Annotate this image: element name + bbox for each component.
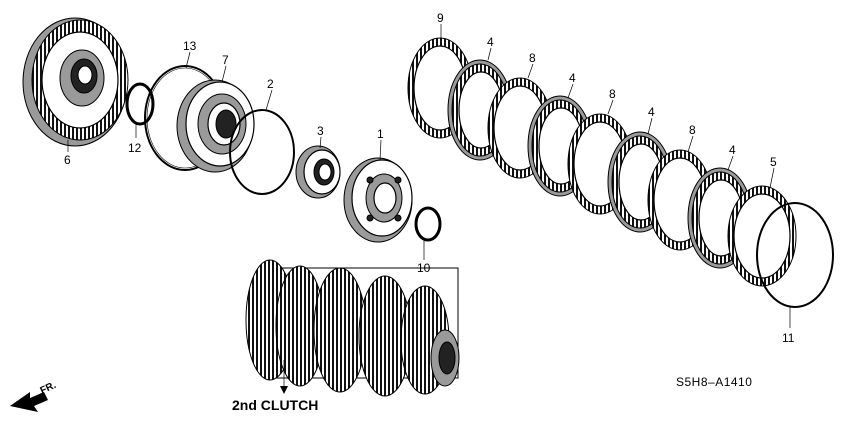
label-part-5: 5 xyxy=(770,155,777,169)
spring-retainer-part-3 xyxy=(295,145,341,199)
label-part-4-c: 4 xyxy=(648,105,655,119)
label-part-8-c: 8 xyxy=(689,123,696,137)
o-ring-part-2 xyxy=(229,109,295,195)
diagram-code: S5H8–A1410 xyxy=(676,375,752,389)
front-direction-arrow-icon xyxy=(10,392,48,412)
label-part-4-a: 4 xyxy=(487,35,494,49)
clutch-piston-part-7 xyxy=(176,79,255,173)
label-part-1: 1 xyxy=(377,127,384,141)
clutch-hub-part-1 xyxy=(343,157,413,243)
leader-lines xyxy=(67,24,791,394)
clutch-end-plate-part-5 xyxy=(727,185,797,287)
label-part-7: 7 xyxy=(222,53,229,67)
part-labels: 1 2 3 4 4 4 4 5 6 7 8 8 8 9 10 11 12 13 xyxy=(64,11,795,345)
label-part-9: 9 xyxy=(437,11,444,25)
front-direction-label: FR. xyxy=(39,380,58,397)
clutch-drum-part-6 xyxy=(22,17,129,147)
label-part-8-a: 8 xyxy=(529,51,536,65)
label-part-3: 3 xyxy=(317,124,324,138)
label-part-8-b: 8 xyxy=(609,87,616,101)
label-part-13: 13 xyxy=(183,39,197,53)
label-part-4-d: 4 xyxy=(729,143,736,157)
label-part-10: 10 xyxy=(417,261,431,275)
label-part-12: 12 xyxy=(128,141,142,155)
label-part-2: 2 xyxy=(267,77,274,91)
label-part-6: 6 xyxy=(64,153,71,167)
snap-ring-part-12 xyxy=(125,82,155,126)
snap-ring-part-11 xyxy=(756,202,834,308)
label-part-11: 11 xyxy=(782,331,795,345)
snap-ring-part-10 xyxy=(414,206,442,242)
diagram-title: 2nd CLUTCH xyxy=(232,397,318,413)
label-part-4-b: 4 xyxy=(569,71,576,85)
assembled-shaft xyxy=(245,259,460,397)
